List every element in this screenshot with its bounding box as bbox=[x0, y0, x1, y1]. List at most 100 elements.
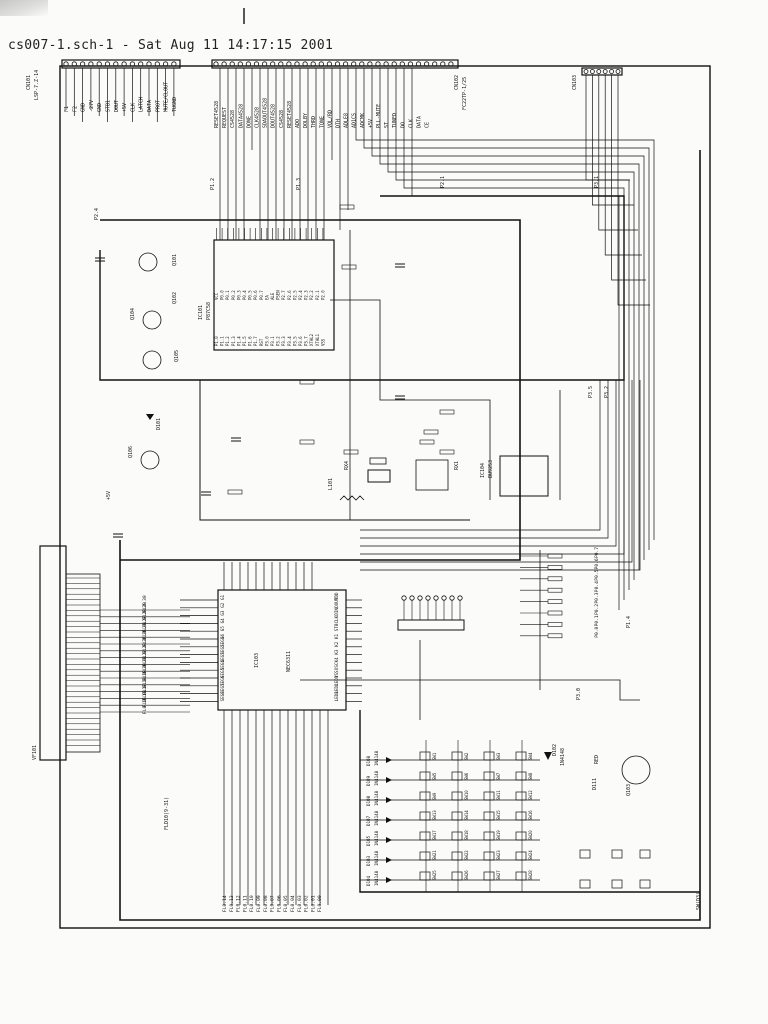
cn102-pin-label: PLL-MUTE bbox=[376, 104, 382, 128]
ic101-pin-label: P0.1 bbox=[225, 290, 230, 300]
cn102-pin bbox=[253, 61, 260, 67]
connector-strip-right bbox=[581, 67, 623, 76]
switch-symbol bbox=[515, 871, 527, 881]
switch-label: SW10 bbox=[464, 790, 469, 800]
wire bbox=[360, 380, 617, 547]
switch-symbol bbox=[515, 751, 527, 761]
cn102-pin-label: AD1CS bbox=[352, 113, 358, 128]
ic103-pin-label: VDD bbox=[334, 592, 339, 600]
net-p1-2: P1.2 bbox=[210, 178, 216, 190]
ic101-pin-label: P1.3 bbox=[231, 336, 236, 346]
ic101-pin-label: P0.5 bbox=[248, 290, 253, 300]
cn102-pin bbox=[221, 61, 227, 67]
switch-symbol bbox=[451, 751, 463, 761]
ic101-pin-label: VCC bbox=[214, 292, 219, 300]
pullup-resistor bbox=[547, 565, 563, 570]
cn102-pin bbox=[294, 61, 300, 67]
pullup-label: P0.1 bbox=[594, 615, 600, 626]
diode-part-label: 1N4148 bbox=[374, 870, 379, 886]
d111-label: D111 bbox=[592, 778, 598, 790]
cn103-pin bbox=[602, 69, 608, 74]
cn102-pin bbox=[237, 61, 243, 67]
ic101-pin-label: P3.0 bbox=[264, 336, 269, 346]
cn102-pin bbox=[310, 61, 316, 67]
cn101-pin bbox=[138, 61, 144, 67]
switch-label: SW18 bbox=[464, 830, 469, 840]
ic101-pin-label: P2.4 bbox=[298, 290, 303, 300]
d102-label: D102 bbox=[552, 744, 558, 756]
wire bbox=[360, 380, 601, 531]
cn102-pin-label: RESET4528 bbox=[287, 101, 293, 128]
ic103-vfd-driver: G1G2G3G4G5G6SEG1SEG2SEG3SEG4SEG5SEG6SEG7… bbox=[180, 562, 362, 905]
ic103-bottom-pin-label: FL0.02 bbox=[304, 895, 310, 912]
cn102-pin-label: VOL/RD bbox=[327, 110, 333, 128]
pullup-label: P0.4 bbox=[594, 581, 600, 592]
cn103-pin bbox=[609, 69, 614, 74]
cn102-pin bbox=[278, 61, 284, 67]
ic101-pin-label: ALE bbox=[270, 292, 275, 300]
transistor-symbol bbox=[138, 252, 158, 272]
rx1-label: RX1 bbox=[454, 461, 460, 470]
cn102-pin bbox=[302, 61, 308, 67]
resistor-network-pin bbox=[449, 595, 455, 601]
ic101-pin-label: P0.6 bbox=[253, 290, 258, 300]
resistor-symbol bbox=[439, 409, 455, 415]
cn101-pin bbox=[80, 61, 86, 67]
ic103-pin-label: SEG8 bbox=[220, 691, 225, 702]
cn101-pin bbox=[163, 61, 169, 67]
pullup-resistor bbox=[547, 622, 563, 627]
ic103-bottom-pin-label: FL0.04 bbox=[290, 895, 296, 912]
vfd-pin-label: FL0.17 bbox=[142, 684, 148, 701]
cn103-housing bbox=[581, 67, 623, 76]
wire bbox=[300, 679, 640, 701]
switch-symbol bbox=[451, 791, 463, 801]
vfd-pin-label: FL0.21 bbox=[142, 656, 148, 673]
cn101-pin bbox=[88, 61, 94, 67]
switch-symbol bbox=[483, 871, 495, 881]
connector-strip-top bbox=[61, 59, 459, 69]
transistor-symbol bbox=[621, 755, 651, 785]
switch-symbol bbox=[483, 811, 495, 821]
switch-label: SW19 bbox=[496, 830, 501, 840]
cn101-pin bbox=[63, 61, 69, 67]
cn102-pin bbox=[318, 61, 324, 67]
resistor-symbol bbox=[341, 264, 357, 270]
switch-label: SW9 bbox=[432, 792, 437, 800]
pullup-resistor bbox=[547, 633, 563, 639]
switch-symbol bbox=[419, 791, 431, 801]
cn103-lead bbox=[585, 75, 630, 181]
switch-label: SW21 bbox=[432, 850, 437, 860]
ground-rail bbox=[119, 150, 701, 921]
switch-label: SW5 bbox=[432, 772, 437, 780]
wire bbox=[199, 380, 470, 521]
resistor-symbol bbox=[339, 204, 355, 210]
ic101-body bbox=[213, 239, 335, 351]
switch-label: SW14 bbox=[464, 810, 469, 820]
cn103-lead bbox=[598, 75, 638, 231]
ic101-pin-label: PSEN bbox=[276, 290, 281, 300]
diode-part-label: 1N4148 bbox=[374, 790, 379, 806]
ic103-pin-label: LED3 bbox=[334, 691, 339, 702]
misc-components bbox=[95, 204, 651, 785]
q105-label: Q105 bbox=[174, 350, 180, 362]
sw-sheet-label: SW(D3) bbox=[696, 892, 702, 910]
diode-part-label: 1N4148 bbox=[374, 770, 379, 786]
switch-symbol bbox=[483, 771, 495, 781]
diode-part-label: 1N4148 bbox=[374, 750, 379, 766]
d101-label: D101 bbox=[156, 418, 162, 430]
ic103-bottom-pin-label: FL0.06 bbox=[276, 895, 282, 912]
cn102-pin-label: TONE bbox=[319, 116, 325, 128]
ic101-pin-label: P3.2 bbox=[276, 336, 281, 346]
ic103-pin-label: LED2 bbox=[334, 683, 339, 694]
net-p3-5: P3.5 bbox=[588, 386, 594, 398]
resistor-network-pin bbox=[441, 595, 447, 601]
ic103-pin-label: K3 bbox=[334, 649, 339, 655]
switch-symbol bbox=[579, 849, 591, 859]
ic103-pin-label: SEG5 bbox=[220, 667, 225, 678]
ic101-pin-label: P2.2 bbox=[309, 290, 314, 300]
ic101-label: IC101 bbox=[198, 305, 204, 320]
cn102-label: CN102 bbox=[454, 75, 460, 90]
inductor-l101 bbox=[339, 495, 365, 501]
ic101-pin-label: P1.0 bbox=[214, 336, 219, 346]
